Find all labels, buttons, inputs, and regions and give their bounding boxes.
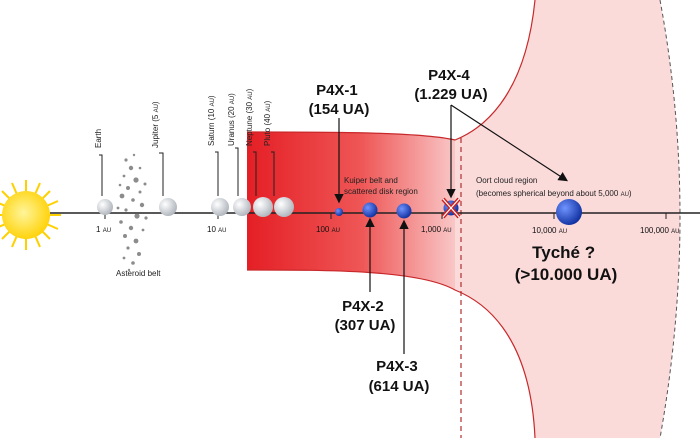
pluto-planet: [274, 197, 294, 217]
axis-tick-marks: [104, 213, 667, 219]
tyche-label: Tyché ? (>10.000 UA): [515, 243, 618, 284]
p4x4-rejected-marker: [441, 197, 461, 219]
asteroid-belt-dots: [116, 153, 148, 272]
tick-label-100000au: 100,000 AU: [640, 226, 680, 235]
pluto-label: Pluto (40 AU): [263, 100, 272, 146]
tick-label-100au: 100 AU: [316, 225, 340, 234]
p4x1-label: P4X-1 (154 UA): [309, 82, 370, 118]
kuiper-belt-region: [247, 132, 455, 290]
p4x3-body: [396, 203, 412, 219]
tick-label-10000au: 10,000 AU: [532, 226, 567, 235]
neptune-label: Neptune (30 AU): [245, 88, 254, 146]
kuiper-region-label: Kuiper belt and scattered disk region: [344, 176, 418, 196]
uranus-label: Uranus (20 AU): [227, 93, 236, 146]
sun: [0, 180, 61, 250]
p4x2-label: P4X-2 (307 UA): [335, 298, 396, 334]
p4x4-label: P4X-4 (1.229 UA): [414, 67, 487, 103]
jupiter-label: Jupiter (5 AU): [151, 101, 160, 148]
earth-label: Earth: [94, 129, 103, 148]
planet-leader-lines: [99, 147, 275, 196]
p4x3-label: P4X-3 (614 UA): [369, 358, 430, 395]
candidate-arrows: [334, 104, 569, 354]
saturn-label: Saturn (10 AU): [207, 95, 216, 146]
saturn-planet: [211, 198, 229, 216]
tyche-body: [556, 199, 582, 225]
uranus-planet: [233, 198, 251, 216]
p4x2-body: [362, 202, 378, 218]
tick-label-1au: 1 AU: [96, 225, 111, 234]
jupiter-planet: [159, 198, 177, 216]
earth-planet: [97, 199, 113, 215]
oort-outer-boundary: [659, 0, 681, 438]
neptune-planet: [253, 197, 273, 217]
p4x1-body: [335, 208, 343, 216]
kuiper-region-outline: [246, 0, 536, 438]
tick-label-1000au: 1,000 AU: [421, 225, 452, 234]
asteroid-belt-label: Asteroid belt: [116, 269, 161, 278]
oort-region-label: Oort cloud region (becomes spherical bey…: [476, 176, 632, 198]
tick-label-10au: 10 AU: [207, 225, 226, 234]
